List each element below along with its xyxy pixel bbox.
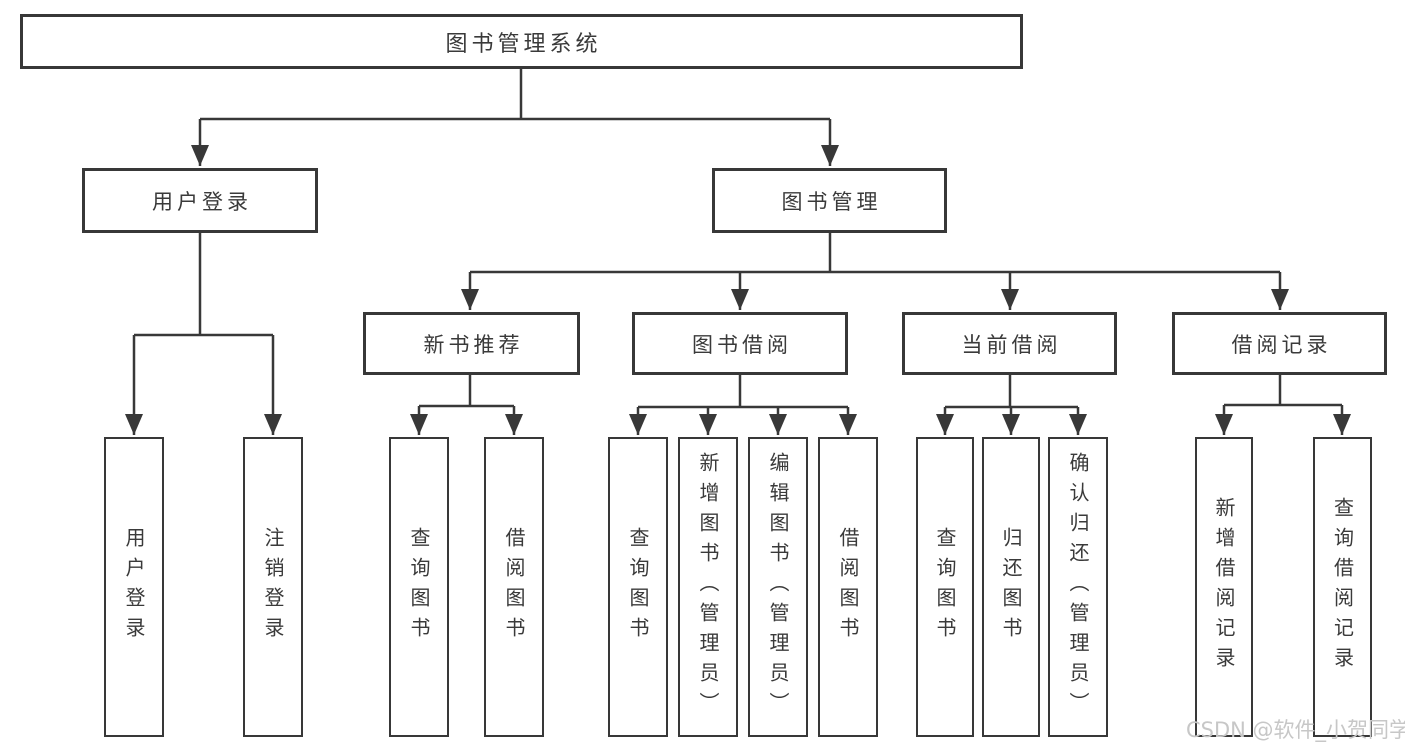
leaf-query-borrow-record-label: 查询借阅记录 (1330, 497, 1355, 677)
leaf-return-books: 归还图书 (982, 437, 1040, 737)
node-current-borrow: 当前借阅 (902, 312, 1117, 375)
node-book-management: 图书管理 (712, 168, 947, 233)
node-user-login: 用户登录 (82, 168, 318, 233)
leaf-confirm-return-admin: 确认归还（管理员） (1048, 437, 1108, 737)
leaf-query-books-borrow: 查询图书 (608, 437, 668, 737)
node-library-management-system: 图书管理系统 (20, 14, 1023, 69)
leaf-user-login-label: 用户登录 (122, 527, 146, 647)
leaf-add-borrow-record-label: 新增借阅记录 (1212, 497, 1236, 677)
leaf-return-books-label: 归还图书 (999, 527, 1023, 647)
connector-root-to-level2 (191, 69, 839, 166)
leaf-borrow-books-recommend-label: 借阅图书 (502, 527, 526, 647)
leaf-borrow-books-recommend: 借阅图书 (484, 437, 544, 737)
connector-book-borrow-branch (629, 375, 857, 435)
leaf-confirm-return-admin-label: 确认归还（管理员） (1066, 452, 1090, 722)
connector-borrow-records-branch (1215, 375, 1351, 435)
leaf-add-books-admin-label: 新增图书（管理员） (696, 452, 720, 722)
leaf-query-books-current-label: 查询图书 (933, 527, 957, 647)
leaf-query-books-recommend-label: 查询图书 (407, 527, 431, 647)
leaf-add-borrow-record: 新增借阅记录 (1195, 437, 1253, 737)
connector-user-login-branch (125, 233, 282, 435)
connector-new-book-branch (410, 375, 523, 435)
leaf-edit-books-admin-label: 编辑图书（管理员） (766, 452, 790, 722)
connector-book-management-branch (461, 233, 1289, 310)
node-borrow-records: 借阅记录 (1172, 312, 1387, 375)
leaf-logout-login: 注销登录 (243, 437, 303, 737)
leaf-borrow-books-label: 借阅图书 (836, 527, 860, 647)
leaf-query-books-recommend: 查询图书 (389, 437, 449, 737)
connector-current-borrow-branch (936, 375, 1087, 435)
leaf-user-login: 用户登录 (104, 437, 164, 737)
leaf-borrow-books: 借阅图书 (818, 437, 878, 737)
leaf-logout-login-label: 注销登录 (261, 527, 285, 647)
leaf-add-books-admin: 新增图书（管理员） (678, 437, 738, 737)
node-book-borrow: 图书借阅 (632, 312, 848, 375)
leaf-edit-books-admin: 编辑图书（管理员） (748, 437, 808, 737)
leaf-query-borrow-record: 查询借阅记录 (1313, 437, 1372, 737)
csdn-watermark: CSDN @软件_小贺同学 (1186, 718, 1405, 742)
leaf-query-books-borrow-label: 查询图书 (626, 527, 650, 647)
leaf-query-books-current: 查询图书 (916, 437, 974, 737)
node-new-book-recommend: 新书推荐 (363, 312, 580, 375)
